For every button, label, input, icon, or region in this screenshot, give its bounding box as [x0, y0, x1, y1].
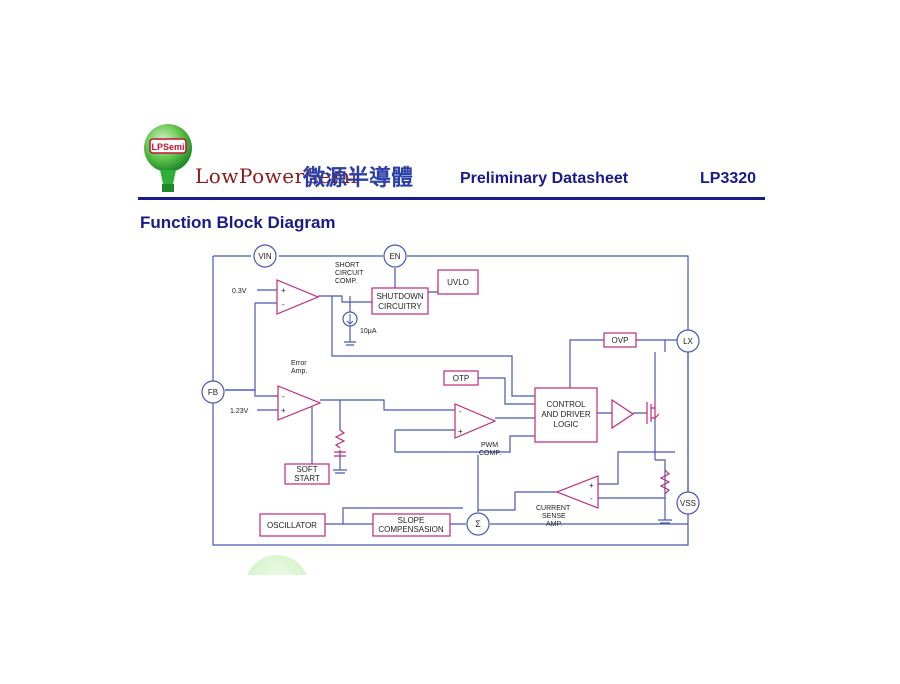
soft-start-label: SOFT [296, 465, 317, 474]
pwm-comp-label: PWM [481, 442, 498, 449]
shutdown-label: SHUTDOWN [376, 292, 423, 301]
short-circuit-label: SHORT [335, 262, 360, 269]
doc-title: Preliminary Datasheet [460, 170, 629, 187]
shutdown-label-2: CIRCUITRY [378, 302, 422, 311]
control-label-3: LOGIC [554, 420, 579, 429]
svg-text:-: - [282, 392, 285, 401]
logo-badge-text: LPSemi [151, 142, 184, 152]
pin-lx-label: LX [683, 337, 693, 346]
section-title: Function Block Diagram [140, 213, 336, 232]
current-sense-label: CURRENT [536, 505, 571, 512]
pwm-comp-label-2: COMP. [479, 450, 501, 457]
current-source-label: 10μA [360, 328, 377, 335]
error-amp-label: Error [291, 360, 307, 367]
short-circuit-label-3: COMP. [335, 278, 357, 285]
uvlo-block [437, 269, 479, 295]
company-name-cn: 微源半導體 [303, 166, 414, 191]
current-sense-amplifier [555, 475, 599, 509]
current-sense-label-2: SENSE [542, 513, 566, 520]
header-divider [138, 197, 765, 200]
uvlo-label: UVLO [447, 278, 469, 287]
ref-voltage-123: 1.23V [230, 408, 249, 415]
gate-driver [611, 398, 635, 430]
otp-block [443, 370, 479, 386]
oscillator-block [259, 513, 326, 537]
oscillator-label: OSCILLATOR [267, 521, 317, 530]
company-logo: LPSemi [142, 122, 194, 194]
logo-stem [160, 170, 176, 184]
svg-text:+: + [281, 406, 286, 415]
otp-label: OTP [453, 374, 469, 383]
soft-start-resistor [334, 429, 346, 449]
power-switch [646, 400, 660, 424]
error-amp-label-2: Amp. [291, 368, 307, 375]
pwm-comparator [454, 403, 497, 439]
company-name: LowPowerSemi [195, 164, 358, 188]
pin-fb [201, 380, 225, 404]
shutdown-circuitry-block [371, 287, 429, 315]
part-number: LP3320 [700, 170, 757, 187]
control-label-2: AND DRIVER [541, 410, 591, 419]
pin-vin [253, 244, 277, 268]
svg-text:-: - [459, 407, 462, 416]
svg-text:-: - [590, 494, 593, 503]
pin-lx [676, 329, 700, 353]
pin-fb-label: FB [208, 388, 218, 397]
soft-start-capacitor [334, 451, 346, 457]
short-circuit-label-2: CIRCUIT [335, 270, 364, 277]
pin-vss-label: VSS [680, 499, 696, 508]
sum-label: Σ [475, 519, 481, 529]
ovp-label: OVP [612, 336, 629, 345]
control-label: CONTROL [546, 400, 586, 409]
pin-en-label: EN [389, 252, 400, 261]
short-circuit-comparator [276, 279, 320, 315]
svg-text:+: + [589, 481, 594, 490]
control-driver-logic-block [534, 387, 598, 443]
pin-en [383, 244, 407, 268]
current-sense-label-3: AMP. [546, 521, 562, 528]
watermark-logo [245, 555, 309, 575]
error-amplifier [277, 385, 322, 421]
ovp-block [603, 332, 637, 348]
ref-voltage-03: 0.3V [232, 288, 247, 295]
svg-text:+: + [458, 427, 463, 436]
svg-text:+: + [281, 286, 286, 295]
pin-vin-label: VIN [258, 252, 272, 261]
sum-node [466, 512, 490, 536]
sense-resistor [659, 469, 671, 495]
svg-text:-: - [282, 300, 285, 309]
slope-label: SLOPE [398, 516, 425, 525]
slope-compensation-block [372, 513, 451, 537]
logo-badge [149, 138, 187, 154]
pin-vss [676, 491, 700, 515]
soft-start-block [284, 463, 330, 485]
soft-start-label-2: START [294, 474, 320, 483]
slope-label-2: COMPENSASION [378, 525, 444, 534]
